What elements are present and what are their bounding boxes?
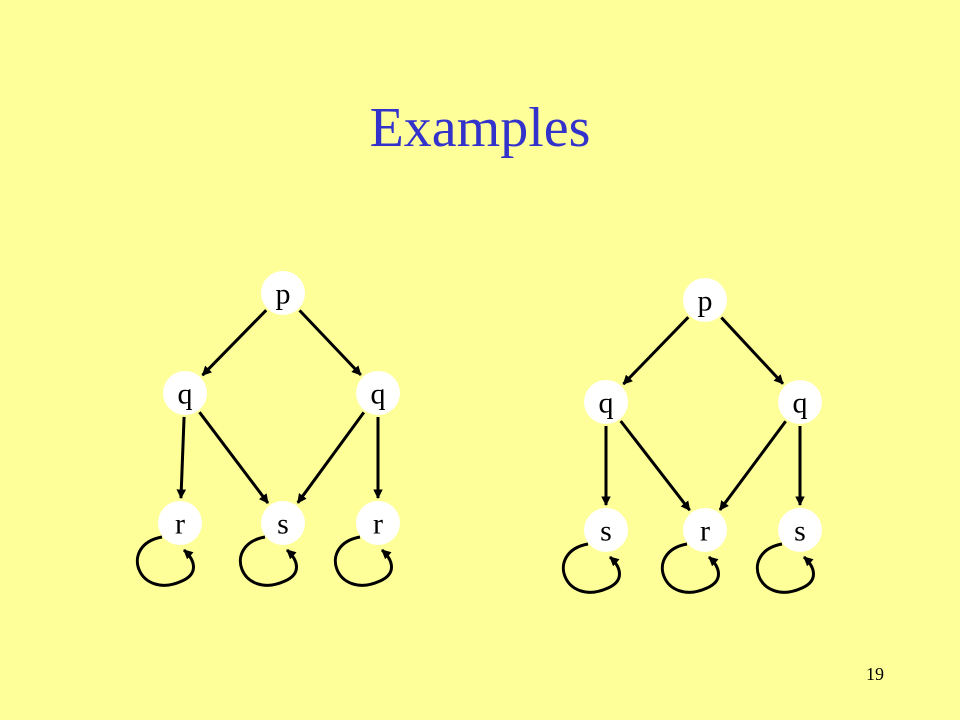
self-loop-1-r1 [135, 535, 195, 587]
node-label: q [371, 378, 386, 411]
node-circle [356, 371, 400, 415]
node-2-s2: s [778, 508, 822, 552]
self-loop-1-s [238, 535, 298, 587]
edge-1-p-q1 [201, 309, 268, 377]
node-label: s [794, 515, 806, 548]
edge-2-p-q2 [720, 316, 785, 385]
node-circle [778, 508, 822, 552]
node-circle [584, 380, 628, 424]
node-2-p: p [683, 278, 727, 322]
node-label: s [277, 508, 289, 541]
edge-2-q2-r [718, 420, 787, 511]
node-circle [356, 501, 400, 545]
node-circle [261, 501, 305, 545]
node-label: r [373, 508, 383, 541]
node-1-r1: r [158, 501, 202, 545]
node-label: r [175, 508, 185, 541]
node-label: p [698, 285, 713, 318]
node-label: s [600, 515, 612, 548]
slide-title: Examples [369, 97, 591, 159]
node-circle [584, 508, 628, 552]
node-label: r [700, 515, 710, 548]
node-2-q2: q [778, 380, 822, 424]
node-label: q [599, 387, 614, 420]
node-circle [683, 508, 727, 552]
node-1-s: s [261, 501, 305, 545]
node-label: q [793, 387, 808, 420]
edge-2-q1-r [619, 420, 691, 512]
edge-1-q2-s [296, 411, 366, 504]
node-circle [683, 278, 727, 322]
node-1-q2: q [356, 371, 400, 415]
self-loop-1-r2 [333, 535, 393, 587]
node-circle [158, 501, 202, 545]
node-2-r: r [683, 508, 727, 552]
self-loop-2-s2 [755, 542, 815, 594]
node-circle [778, 380, 822, 424]
node-1-q1: q [163, 371, 207, 415]
node-circle [163, 371, 207, 415]
node-label: p [276, 278, 291, 311]
node-2-q1: q [584, 380, 628, 424]
node-label: q [178, 378, 193, 411]
slide-number: 19 [866, 664, 884, 684]
edge-2-p-q1 [622, 316, 690, 386]
edge-1-q1-s [198, 411, 270, 504]
edge-1-p-q2 [298, 309, 362, 376]
self-loop-2-r [660, 542, 720, 594]
node-circle [261, 271, 305, 315]
node-2-s1: s [584, 508, 628, 552]
node-1-p: p [261, 271, 305, 315]
self-loop-2-s1 [561, 542, 621, 594]
edge-1-q1-r1 [176, 416, 187, 499]
node-1-r2: r [356, 501, 400, 545]
